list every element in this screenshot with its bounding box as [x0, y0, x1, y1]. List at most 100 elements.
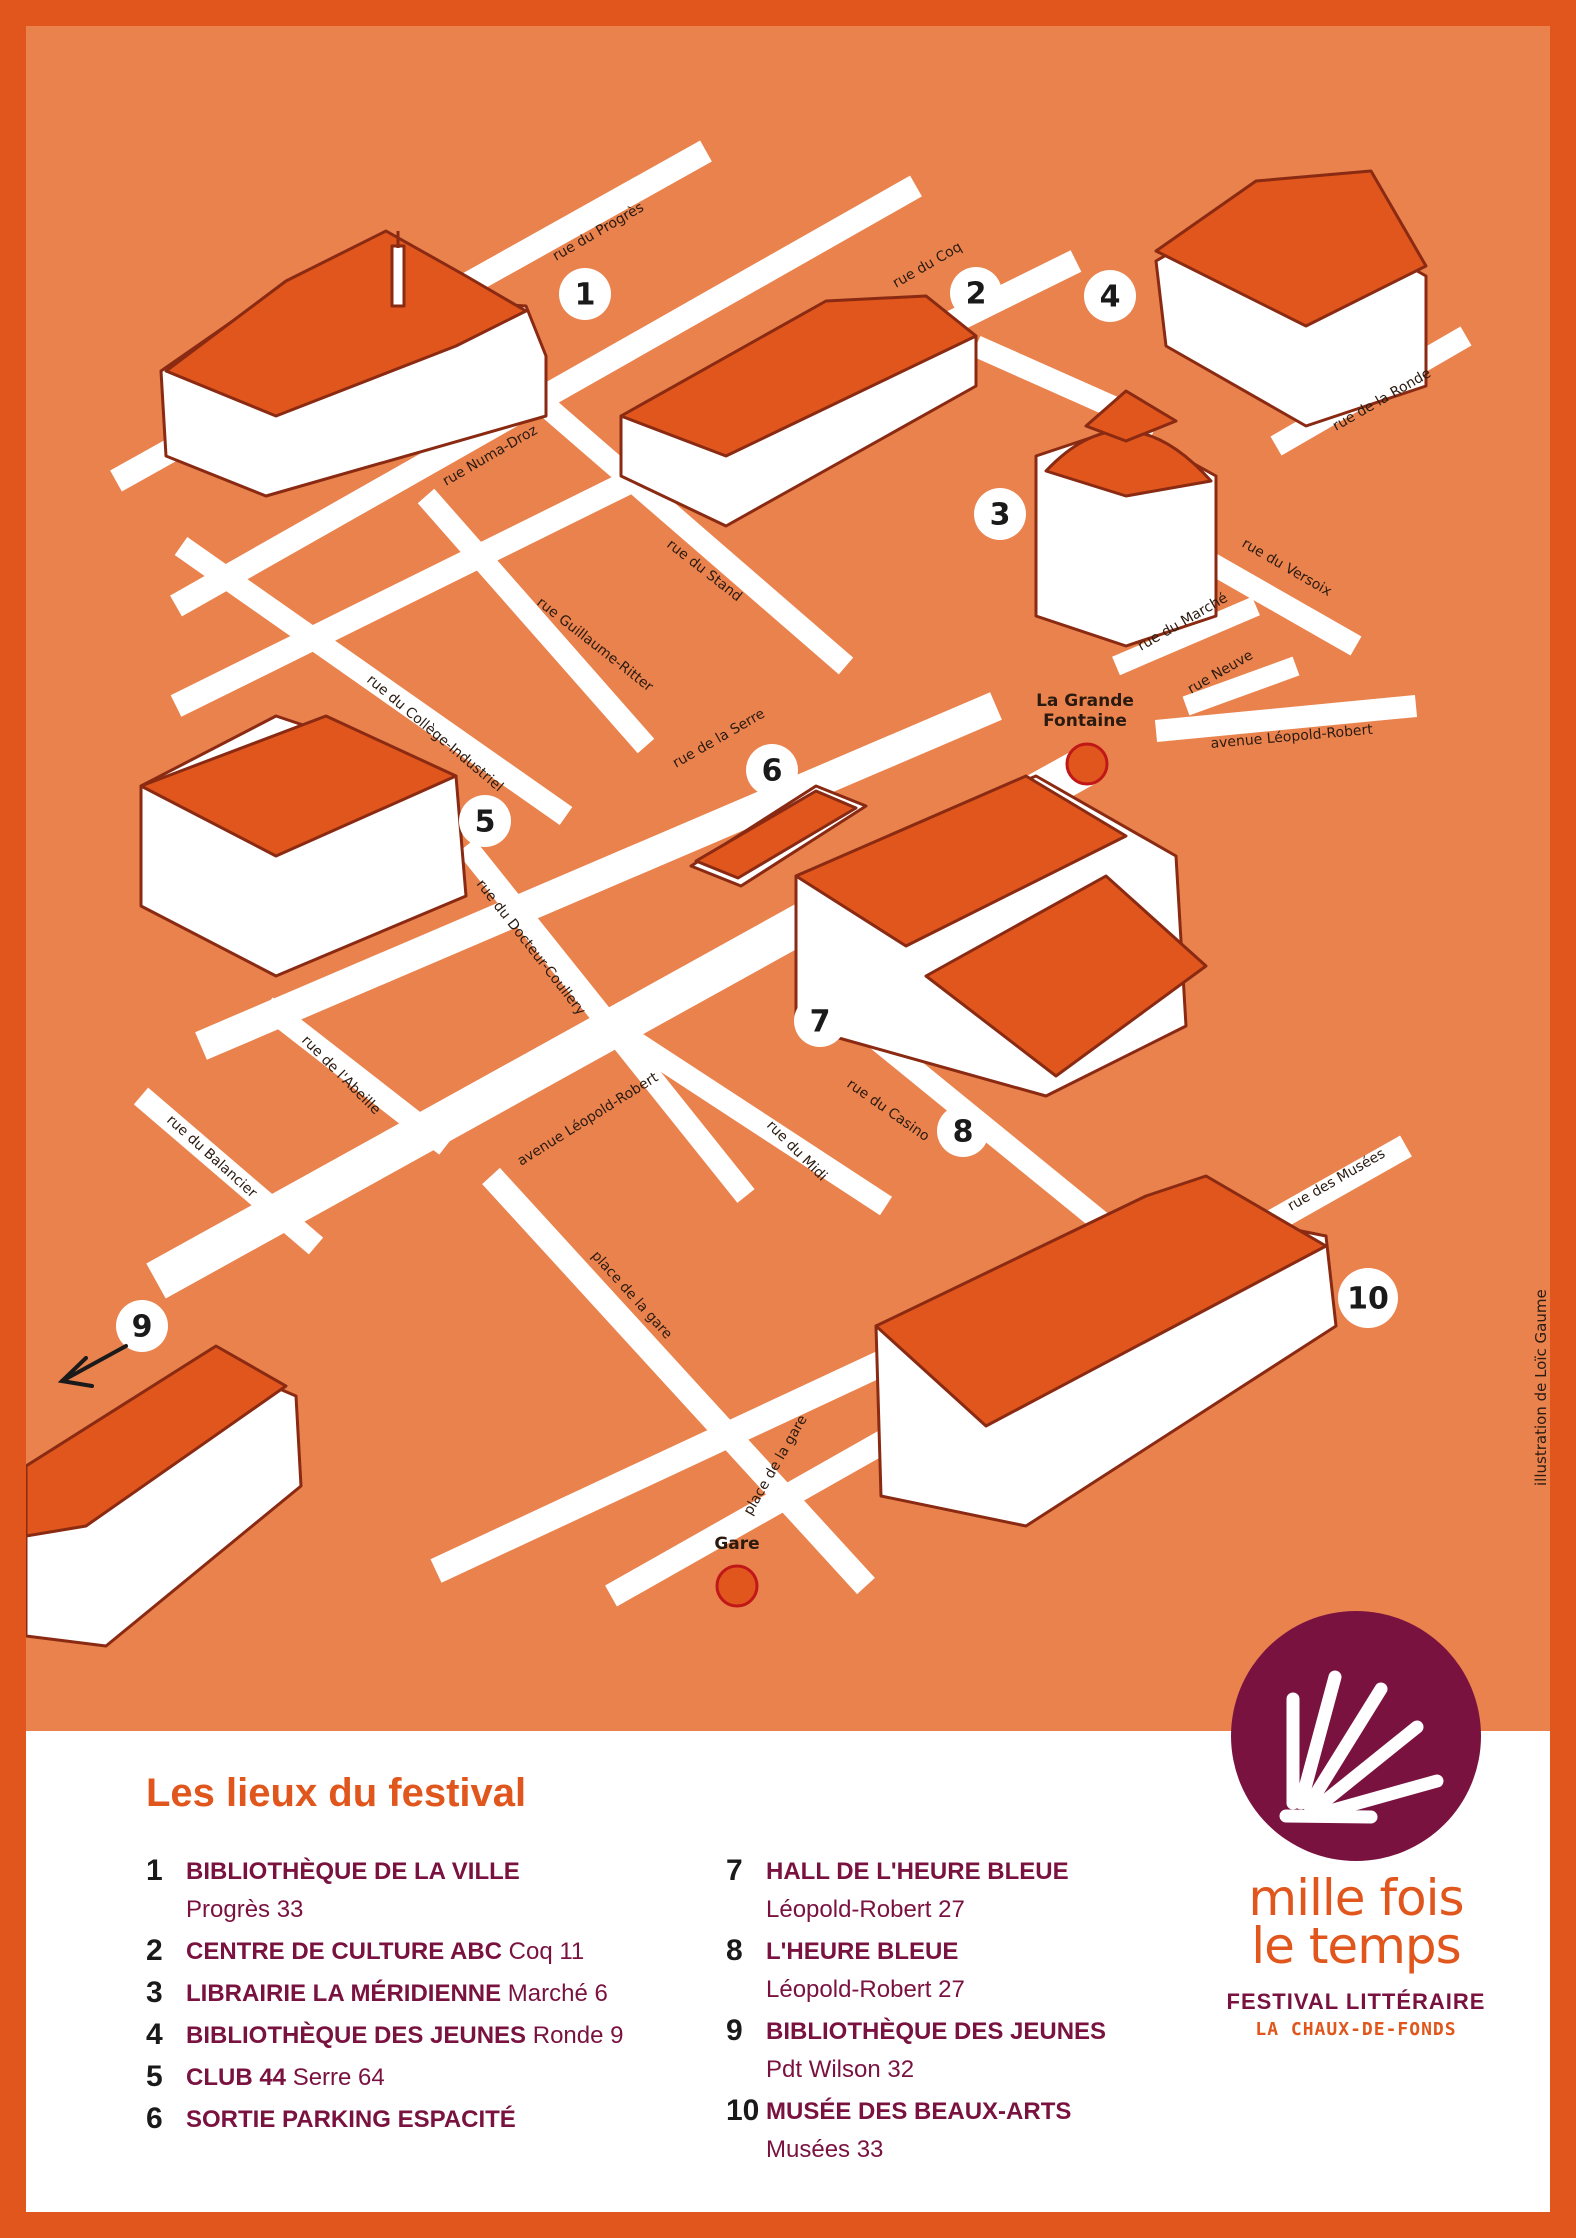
legend-number: 10 — [726, 2094, 760, 2127]
logo-wordmark-line1: mille fois — [1248, 1869, 1464, 1927]
fountain-pin — [1065, 742, 1109, 786]
road-balancier — [133, 1087, 324, 1255]
arrow-icon — [57, 1344, 128, 1388]
building-10 — [874, 1174, 1338, 1528]
venue-name: L'HEURE BLEUE — [766, 1938, 959, 1965]
venue-address: Léopold-Robert 27 — [766, 1976, 965, 2003]
venue-name: LIBRAIRIE LA MÉRIDIENNE — [186, 1980, 502, 2007]
fountain-label-2: Fontaine — [1043, 711, 1127, 731]
legend-entry: 3 LIBRAIRIE LA MÉRIDIENNE Marché 6 — [146, 1975, 623, 2013]
illustration-credit: illustration de Loïc Gaume — [1532, 1289, 1550, 1486]
venue-address: Marché 6 — [507, 1980, 608, 2007]
building-1 — [159, 229, 548, 498]
venue-address: Progrès 33 — [186, 1896, 304, 1923]
venue-address: Serre 64 — [292, 2064, 385, 2091]
marker-1: 1 — [559, 268, 611, 320]
station-label: Gare — [714, 1534, 759, 1554]
marker-9: 9 — [116, 1300, 168, 1352]
svg-text:3: 3 — [990, 498, 1011, 533]
venue-name: SORTIE PARKING ESPACITÉ — [186, 2106, 516, 2133]
marker-8: 8 — [937, 1105, 989, 1157]
logo-emblem — [1231, 1611, 1481, 1861]
legend-column-left: 1 BIBLIOTHÈQUE DE LA VILLE Progrès 33 2 CEN… — [146, 1853, 623, 2143]
landmark-pins: La Grande Fontaine Gare — [714, 691, 1134, 1608]
road-leopold-robert-east — [1154, 695, 1418, 742]
marker-5: 5 — [459, 795, 511, 847]
legend-number: 5 — [146, 2060, 163, 2093]
svg-text:7: 7 — [810, 1005, 831, 1040]
venue-address: Pdt Wilson 32 — [766, 2056, 915, 2083]
building-7 — [794, 774, 1208, 1098]
legend: Les lieux du festival 1 BIBLIOTHÈQUE DE L… — [26, 1611, 1550, 2212]
venue-name: BIBLIOTHÈQUE DE LA VILLE — [186, 1858, 520, 1885]
svg-text:4: 4 — [1100, 280, 1121, 315]
venue-name: BIBLIOTHÈQUE DES JEUNES — [186, 2022, 527, 2049]
legend-title: Les lieux du festival — [146, 1771, 527, 1815]
building-9 — [26, 1344, 303, 1648]
road-abeille — [259, 997, 453, 1155]
building-2 — [619, 294, 978, 528]
logo-city: LA CHAUX-DE-FONDS — [1255, 2019, 1457, 2040]
legend-number: 4 — [146, 2018, 163, 2051]
marker-4: 4 — [1084, 270, 1136, 322]
svg-text:1: 1 — [575, 278, 596, 313]
legend-entry: 4 BIBLIOTHÈQUE DES JEUNES Ronde 9 — [146, 2017, 623, 2055]
street-label: rue des Musées — [1285, 1146, 1388, 1215]
svg-text:6: 6 — [762, 754, 783, 789]
venue-name: CENTRE DE CULTURE ABC — [186, 1938, 502, 1965]
marker-2: 2 — [950, 267, 1002, 319]
venue-name: MUSÉE DES BEAUX-ARTS — [766, 2098, 1072, 2125]
building-4 — [1154, 169, 1428, 428]
road-midi — [619, 1026, 893, 1216]
legend-number: 6 — [146, 2102, 163, 2135]
svg-text:2: 2 — [966, 277, 987, 312]
venue-address: Musées 33 — [766, 2136, 884, 2163]
venue-name: HALL DE L'HEURE BLEUE — [766, 1858, 1069, 1885]
building-3 — [1034, 389, 1218, 648]
legend-number: 3 — [146, 1976, 163, 2009]
road-college — [174, 536, 573, 826]
road-guillaume-ritter — [417, 488, 655, 754]
logo-wordmark-line2: le temps — [1251, 1917, 1461, 1975]
road-marche — [1112, 596, 1260, 676]
marker-3: 3 — [974, 488, 1026, 540]
location-markers: 1 2 3 4 5 6 7 8 9 10 — [116, 267, 1398, 1352]
roads — [110, 140, 1472, 1607]
svg-text:8: 8 — [953, 1115, 974, 1150]
legend-entry: 6 SORTIE PARKING ESPACITÉ — [146, 2101, 623, 2139]
legend-entry: 7 HALL DE L'HEURE BLEUE Léopold-Robert 27 — [726, 1853, 1106, 1929]
venue-address: Ronde 9 — [532, 2022, 624, 2049]
legend-number: 9 — [726, 2014, 743, 2047]
building-6 — [689, 784, 868, 888]
street-label: rue du Balancier — [163, 1112, 260, 1201]
legend-entry: 9 BIBLIOTHÈQUE DES JEUNES Pdt Wilson 32 — [726, 2013, 1106, 2089]
road-leopold-robert-upper — [195, 692, 1002, 1060]
road-gare — [482, 1167, 875, 1595]
marker-10: 10 — [1338, 1268, 1398, 1328]
venue-address: Léopold-Robert 27 — [766, 1896, 965, 1923]
building-5 — [139, 714, 468, 978]
legend-number: 7 — [726, 1854, 743, 1887]
venue-name: BIBLIOTHÈQUE DES JEUNES — [766, 2018, 1107, 2045]
fountain-label-1: La Grande — [1036, 691, 1134, 711]
station-pin — [715, 1564, 759, 1608]
legend-entry: 1 BIBLIOTHÈQUE DE LA VILLE Progrès 33 — [146, 1853, 623, 1929]
festival-map: La Grande Fontaine Gare rue du Progrès r… — [26, 26, 1550, 1731]
logo-subtitle: FESTIVAL LITTÉRAIRE — [1226, 1989, 1486, 2014]
poster: La Grande Fontaine Gare rue du Progrès r… — [26, 26, 1550, 2212]
svg-text:5: 5 — [475, 805, 496, 840]
map-drawing: La Grande Fontaine Gare rue du Progrès r… — [26, 140, 1550, 1648]
road-stand — [538, 397, 854, 675]
svg-text:9: 9 — [132, 1310, 153, 1345]
marker-7: 7 — [794, 995, 846, 1047]
road-coullery — [457, 839, 755, 1203]
legend-number: 1 — [146, 1854, 163, 1887]
road-neuve — [1182, 656, 1300, 716]
svg-text:10: 10 — [1347, 1282, 1389, 1317]
legend-number: 2 — [146, 1934, 163, 1967]
